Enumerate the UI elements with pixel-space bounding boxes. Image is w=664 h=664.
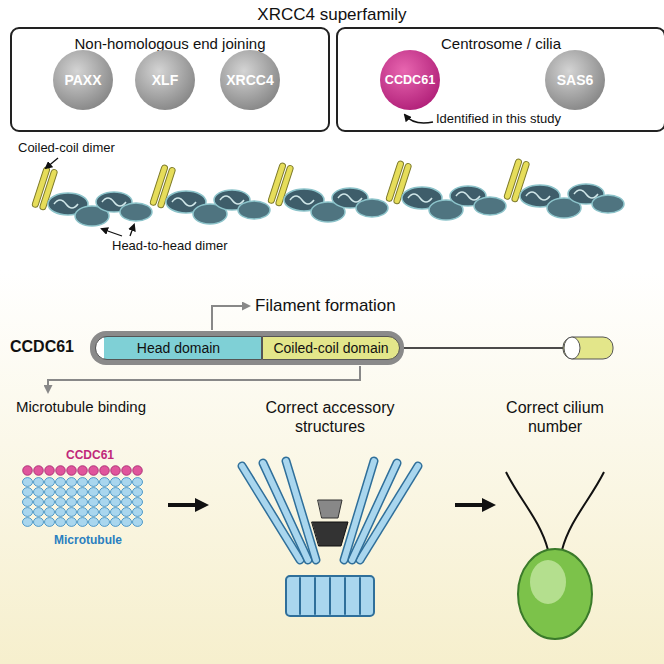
- small-domain-cap: [564, 337, 580, 359]
- circle-text-wrap: SAS6: [544, 49, 606, 111]
- circle-label: SAS6: [557, 72, 594, 88]
- grey-arrow: [212, 306, 249, 330]
- text-label: Filament formation: [255, 296, 396, 316]
- text-label: CCDC61: [10, 337, 74, 356]
- coiled-coil-domain: Coiled-coil domain: [262, 336, 400, 360]
- group-heading: Non-homologous end joining: [12, 35, 328, 52]
- filament-unit: [150, 164, 270, 224]
- domain-label: Coiled-coil domain: [273, 340, 388, 356]
- filament-unit: [386, 160, 506, 220]
- circle-text-wrap: PAXX: [52, 49, 114, 111]
- biciliate-cell: [506, 472, 604, 639]
- circle-fill: [380, 50, 440, 110]
- circle-label: CCDC61: [385, 73, 435, 87]
- circle-label: XLF: [152, 72, 178, 88]
- leader-arrow: [46, 158, 58, 168]
- linker-line: [404, 347, 563, 349]
- group-heading: Centrosome / cilia: [338, 35, 664, 52]
- circle-fill: [135, 50, 195, 110]
- pointer-arrow: [405, 115, 433, 123]
- text-label: Identified in this study: [436, 111, 561, 127]
- circle-fill: [545, 50, 605, 110]
- leader-arrow: [130, 225, 134, 236]
- filament-unit: [268, 162, 388, 222]
- group-box: Non-homologous end joiningPAXX XLF XRCC4: [10, 27, 330, 132]
- ccdc61-row: [22, 465, 143, 476]
- circle-text-wrap: XRCC4: [219, 49, 281, 111]
- text-label: Coiled-coil dimer: [18, 140, 115, 156]
- leader-arrow: [102, 229, 122, 236]
- highlight-circle: CCDC61: [379, 49, 441, 111]
- filament-unit: [504, 158, 624, 218]
- filament-unit: [32, 166, 152, 226]
- head-domain: Head domain: [95, 336, 262, 360]
- title-text: XRCC4 superfamily: [0, 5, 664, 25]
- text-label: Microtubule: [38, 533, 138, 547]
- text-label: Head-to-head dimer: [112, 238, 228, 254]
- circle-fill: [53, 50, 113, 110]
- protein-circle: XRCC4: [219, 49, 281, 111]
- text-label: Correct cilium number: [490, 398, 620, 436]
- text-label: Correct accessory structures: [250, 398, 410, 436]
- flow-arrow: [455, 503, 492, 507]
- circle-text-wrap: CCDC61: [379, 49, 441, 111]
- small-domain: [563, 337, 613, 359]
- circle-fill: [220, 50, 280, 110]
- circle-label: PAXX: [64, 72, 101, 88]
- microtubule-lattice: [22, 477, 143, 527]
- text-label: Microtubule binding: [6, 398, 156, 416]
- protein-circle: SAS6: [544, 49, 606, 111]
- protein-circle: XLF: [134, 49, 196, 111]
- circle-label: XRCC4: [226, 72, 273, 88]
- grey-arrow: [48, 366, 360, 392]
- centriole: [242, 461, 418, 616]
- protein-circle: PAXX: [52, 49, 114, 111]
- text-label: CCDC61: [40, 448, 140, 462]
- circle-text-wrap: XLF: [134, 49, 196, 111]
- flow-arrow: [168, 503, 205, 507]
- domain-shadow: [90, 331, 404, 365]
- domain-label: Head domain: [137, 340, 220, 356]
